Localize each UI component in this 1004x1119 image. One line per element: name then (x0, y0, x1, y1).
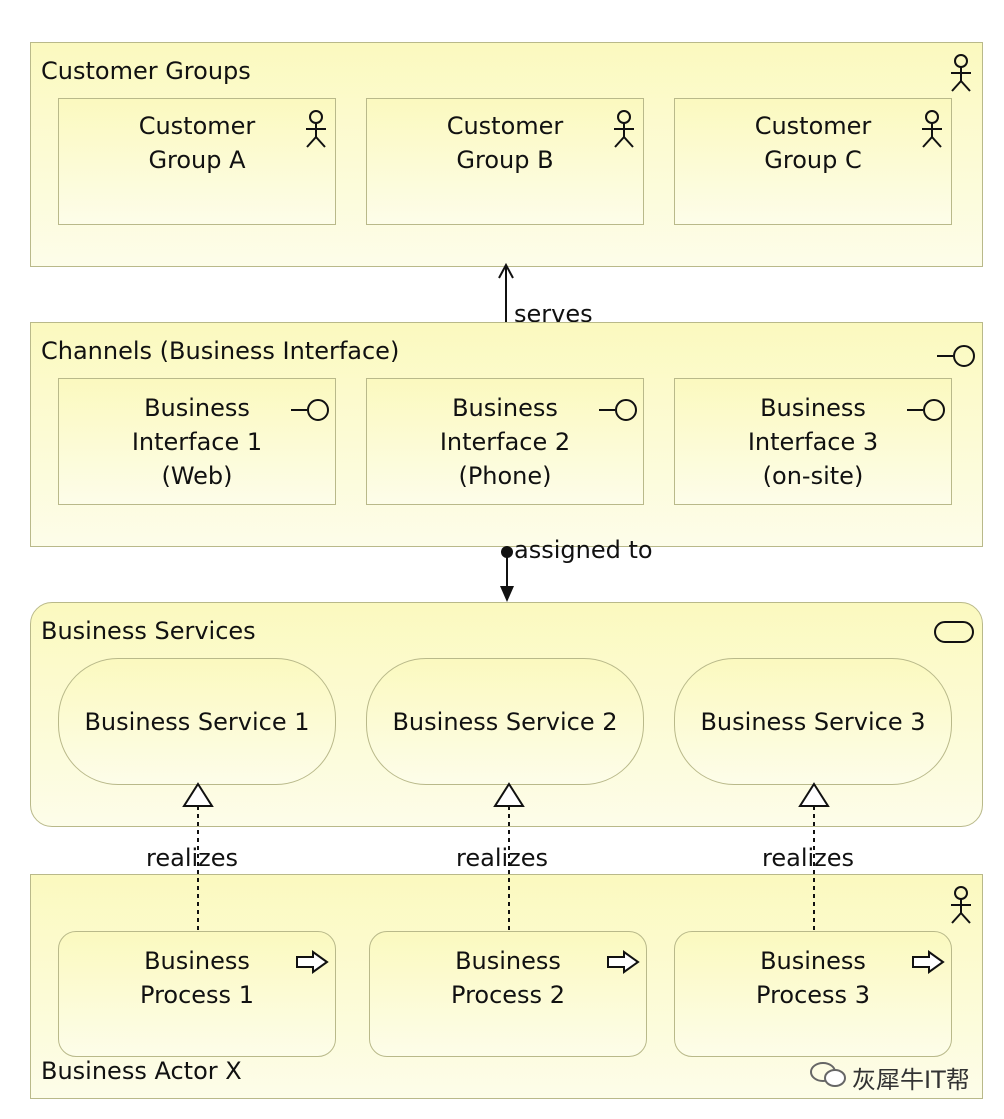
business-process-3[interactable]: Business Process 3 (674, 931, 952, 1057)
interface-icon (599, 399, 637, 421)
business-process-1-label: Business Process 1 (140, 947, 254, 1009)
wechat-icon (810, 1062, 846, 1087)
business-actor-title: Business Actor X (41, 1057, 242, 1085)
process-arrow-icon (912, 950, 945, 974)
watermark-text: 灰犀牛IT帮 (852, 1066, 970, 1094)
business-service-2[interactable]: Business Service 2 (366, 658, 644, 785)
serves-arrow (498, 262, 514, 322)
business-interface-2-label: Business Interface 2 (Phone) (439, 394, 571, 490)
interface-icon (937, 345, 975, 367)
business-service-3-label: Business Service 3 (700, 707, 926, 736)
business-process-2-label: Business Process 2 (451, 947, 565, 1009)
actor-icon (614, 110, 634, 148)
service-icon (934, 621, 974, 643)
actor-icon (306, 110, 326, 148)
customer-groups-group: Customer Groups Customer Group A Custome… (30, 42, 983, 267)
business-actor-group: Business Process 1 Business Process 2 Bu… (30, 874, 983, 1099)
business-interface-1-label: Business Interface 1 (Web) (131, 394, 263, 490)
business-interface-3[interactable]: Business Interface 3 (on-site) (674, 378, 952, 505)
actor-icon (951, 886, 971, 924)
business-interface-2[interactable]: Business Interface 2 (Phone) (366, 378, 644, 505)
business-interface-1[interactable]: Business Interface 1 (Web) (58, 378, 336, 505)
business-service-3[interactable]: Business Service 3 (674, 658, 952, 785)
customer-group-c[interactable]: Customer Group C (674, 98, 952, 225)
business-service-2-label: Business Service 2 (392, 707, 618, 736)
realizes-arrow-1 (182, 782, 214, 932)
assigned-to-arrow (500, 546, 514, 602)
process-arrow-icon (296, 950, 329, 974)
interface-icon (907, 399, 945, 421)
customer-group-a-label: Customer Group A (138, 112, 256, 174)
business-services-title: Business Services (41, 617, 256, 645)
realizes-label-1: realizes (146, 844, 239, 872)
realizes-arrow-3 (798, 782, 830, 932)
actor-icon (951, 54, 971, 92)
business-service-1-label: Business Service 1 (84, 707, 310, 736)
customer-groups-title: Customer Groups (41, 57, 251, 85)
realizes-arrow-2 (493, 782, 525, 932)
customer-group-b[interactable]: Customer Group B (366, 98, 644, 225)
business-service-1[interactable]: Business Service 1 (58, 658, 336, 785)
business-process-1[interactable]: Business Process 1 (58, 931, 336, 1057)
customer-group-b-label: Customer Group B (446, 112, 564, 174)
business-process-3-label: Business Process 3 (756, 947, 870, 1009)
assigned-to-label: assigned to (514, 536, 653, 564)
channels-group: Channels (Business Interface) Business I… (30, 322, 983, 547)
realizes-label-2: realizes (456, 844, 549, 872)
actor-icon (922, 110, 942, 148)
realizes-label-3: realizes (762, 844, 855, 872)
interface-icon (291, 399, 329, 421)
customer-group-a[interactable]: Customer Group A (58, 98, 336, 225)
business-interface-3-label: Business Interface 3 (on-site) (747, 394, 879, 490)
process-arrow-icon (607, 950, 640, 974)
customer-group-c-label: Customer Group C (754, 112, 872, 174)
business-process-2[interactable]: Business Process 2 (369, 931, 647, 1057)
channels-title: Channels (Business Interface) (41, 337, 400, 365)
